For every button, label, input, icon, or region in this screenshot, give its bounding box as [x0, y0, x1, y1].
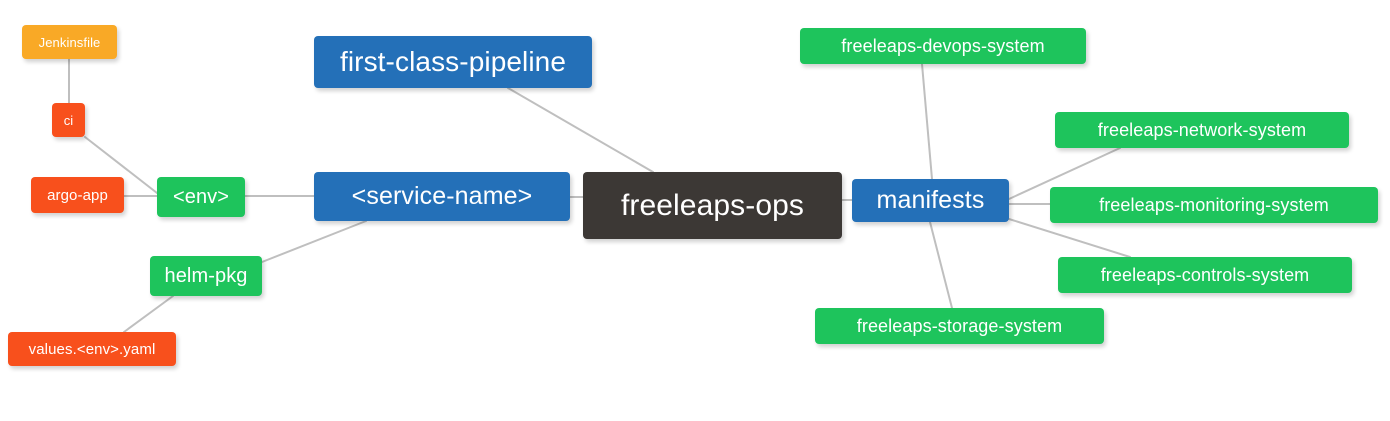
node-label-first-class-pipeline: first-class-pipeline: [339, 46, 567, 77]
node-helm-pkg[interactable]: helm-pkg: [150, 256, 262, 296]
node-label-freeleaps-storage-system: freeleaps-storage-system: [856, 316, 1063, 336]
node-label-freeleaps-devops-system: freeleaps-devops-system: [841, 36, 1045, 56]
node-env[interactable]: <env>: [157, 177, 245, 217]
node-label-jenkinsfile: Jenkinsfile: [38, 34, 101, 50]
node-freeleaps-storage-system[interactable]: freeleaps-storage-system: [815, 308, 1104, 344]
node-manifests[interactable]: manifests: [852, 179, 1009, 222]
node-service-name[interactable]: <service-name>: [314, 172, 570, 221]
edge-manifests-to-freeleaps-controls-system: [1008, 218, 1131, 258]
node-label-env: <env>: [172, 186, 230, 208]
node-label-values-env-yaml: values.<env>.yaml: [28, 340, 156, 358]
node-values-env-yaml[interactable]: values.<env>.yaml: [8, 332, 176, 366]
edge-manifests-to-freeleaps-devops-system: [921, 63, 933, 180]
node-ci[interactable]: ci: [52, 103, 85, 137]
node-freeleaps-monitoring-system[interactable]: freeleaps-monitoring-system: [1050, 187, 1378, 223]
node-freeleaps-ops[interactable]: freeleaps-ops: [583, 172, 842, 239]
node-first-class-pipeline[interactable]: first-class-pipeline: [314, 36, 592, 88]
edge-first-class-pipeline-to-freeleaps-ops: [507, 87, 654, 173]
node-freeleaps-devops-system[interactable]: freeleaps-devops-system: [800, 28, 1086, 64]
node-label-freeleaps-ops: freeleaps-ops: [620, 188, 805, 222]
node-label-helm-pkg: helm-pkg: [164, 265, 248, 287]
node-label-argo-app: argo-app: [47, 186, 108, 204]
edge-manifests-to-freeleaps-storage-system: [929, 221, 953, 309]
node-label-freeleaps-monitoring-system: freeleaps-monitoring-system: [1099, 195, 1329, 215]
node-label-manifests: manifests: [876, 186, 985, 214]
node-label-service-name: <service-name>: [351, 182, 533, 210]
node-label-freeleaps-controls-system: freeleaps-controls-system: [1100, 265, 1310, 285]
edge-helm-pkg-to-values-env-yaml: [123, 295, 174, 333]
node-label-freeleaps-network-system: freeleaps-network-system: [1097, 120, 1307, 140]
node-freeleaps-controls-system[interactable]: freeleaps-controls-system: [1058, 257, 1352, 293]
node-freeleaps-network-system[interactable]: freeleaps-network-system: [1055, 112, 1349, 148]
edge-service-name-to-helm-pkg: [261, 220, 367, 263]
node-argo-app[interactable]: argo-app: [31, 177, 124, 213]
node-label-ci: ci: [63, 112, 74, 128]
node-jenkinsfile[interactable]: Jenkinsfile: [22, 25, 117, 59]
